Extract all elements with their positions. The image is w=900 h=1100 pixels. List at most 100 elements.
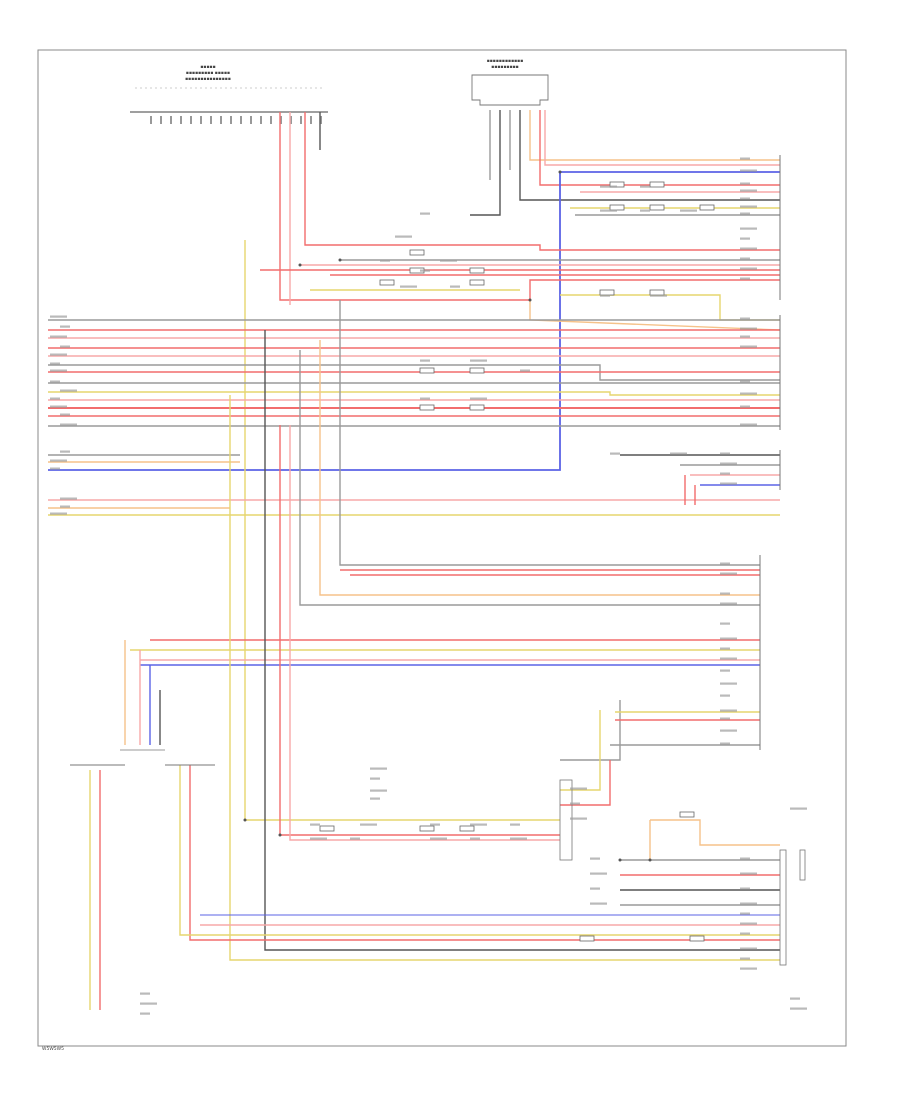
wire-code-label-mark: [740, 247, 757, 250]
wire-code-label-mark: [740, 932, 750, 935]
wire-code-label-mark: [420, 212, 430, 215]
wire-code-label-mark: [720, 622, 730, 625]
wire-code-label-mark: [640, 185, 650, 188]
wire-code-label-mark: [740, 967, 757, 970]
wire-code-label-mark: [740, 902, 757, 905]
wire-code-label-mark: [50, 335, 67, 338]
wire-code-label-mark: [790, 1007, 807, 1010]
wire-code-label-mark: [590, 872, 607, 875]
wire-code-label-mark: [140, 992, 150, 995]
wire-code-label-mark: [430, 823, 440, 826]
svg-text:▪▪▪▪▪▪▪▪▪▪▪▪: ▪▪▪▪▪▪▪▪▪▪▪▪: [487, 59, 524, 64]
wire-code-label-mark: [420, 397, 430, 400]
connector-pin-mark: [280, 116, 282, 124]
wire-code-label-mark: [370, 789, 387, 792]
wire-code-label-mark: [470, 359, 487, 362]
wire-code-label-mark: [140, 1012, 150, 1015]
wire-code-label-mark: [720, 729, 737, 732]
wire-code-label-mark: [50, 467, 60, 470]
wire-code-label-mark: [450, 285, 460, 288]
wire-code-label-mark: [720, 742, 730, 745]
wire-code-label-mark: [720, 592, 730, 595]
wire-code-label-mark: [720, 647, 730, 650]
wire-code-label-mark: [720, 669, 730, 672]
wire-code-label-mark: [740, 317, 750, 320]
wire-code-label-mark: [60, 423, 77, 426]
wire-code-label-mark: [360, 823, 377, 826]
wire-code-label-mark: [370, 777, 380, 780]
splice-points: [243, 170, 652, 862]
wire-code-label-mark: [720, 709, 737, 712]
wire-code-label-mark: [50, 315, 67, 318]
connector-pin-mark: [210, 116, 212, 124]
connector-pin-mark: [290, 116, 292, 124]
wire-code-label-mark: [520, 369, 530, 372]
wire-code-label-mark: [310, 837, 327, 840]
wire-code-label-mark: [740, 392, 757, 395]
svg-text:▪▪▪▪▪▪▪▪▪: ▪▪▪▪▪▪▪▪▪: [491, 65, 518, 70]
wire-code-label-mark: [50, 459, 67, 462]
wire-code-label-mark: [720, 657, 737, 660]
wire-code-label-mark: [740, 182, 750, 185]
control-unit-connector-top: ▪▪▪▪▪▪▪▪▪▪▪▪ ▪▪▪▪▪▪▪▪▪: [471, 59, 549, 106]
wire-code-label-mark: [740, 887, 750, 890]
wire-code-label-mark: [370, 767, 387, 770]
wire-code-label-mark: [50, 369, 67, 372]
wire-code-label-mark: [60, 505, 70, 508]
wire-code-label-mark: [740, 237, 750, 240]
wire-code-label-mark: [720, 482, 737, 485]
wire-code-label-mark: [510, 823, 520, 826]
wire-code-label-mark: [740, 345, 757, 348]
wire-code-label-mark: [470, 837, 480, 840]
wire-code-label-mark: [790, 807, 807, 810]
connector-pin-mark: [270, 116, 272, 124]
connector-pin-mark: [260, 116, 262, 124]
wire-code-label-mark: [510, 837, 527, 840]
wire-code-label-mark: [640, 209, 650, 212]
bottom-left-modules: [70, 749, 215, 766]
connector-pin-mark: [150, 116, 152, 124]
wire-code-label-mark: [395, 235, 412, 238]
svg-text:▪▪▪▪▪▪▪▪▪ ▪▪▪▪▪: ▪▪▪▪▪▪▪▪▪ ▪▪▪▪▪: [186, 71, 230, 76]
wire-code-label-mark: [670, 452, 687, 455]
connector-pin-mark: [170, 116, 172, 124]
connector-pin-mark: [220, 116, 222, 124]
wire-code-label-mark: [740, 157, 750, 160]
wire-code-label-mark: [720, 637, 737, 640]
wire-code-label-mark: [740, 327, 757, 330]
wire-code-label-mark: [420, 269, 430, 272]
wire-code-label-mark: [570, 787, 587, 790]
wire-code-label-mark: [720, 462, 737, 465]
wire-code-label-mark: [740, 947, 757, 950]
wire-code-label-mark: [680, 209, 697, 212]
wire-code-label-mark: [720, 472, 730, 475]
wire-code-label-mark: [50, 362, 60, 365]
wire-code-label-mark: [310, 823, 320, 826]
wire-code-label-mark: [420, 359, 430, 362]
connector-pin-mark: [300, 116, 302, 124]
wire-code-label-mark: [590, 857, 600, 860]
connector-pin-mark: [320, 116, 322, 124]
wire-code-label-mark: [50, 512, 67, 515]
wire-code-label-mark: [140, 1002, 157, 1005]
wire-code-label-mark: [790, 997, 800, 1000]
wire-code-label-mark: [600, 294, 610, 297]
diagram-frame: [37, 49, 847, 1047]
wire-code-labels: [50, 157, 807, 1015]
wire-code-label-mark: [440, 259, 457, 262]
wire-code-label-mark: [720, 572, 737, 575]
wire-code-label-mark: [590, 902, 607, 905]
wire-code-label-mark: [720, 682, 737, 685]
wire-code-label-mark: [650, 294, 667, 297]
wire-code-label-mark: [370, 797, 380, 800]
connector-pin-mark: [190, 116, 192, 124]
wire-code-label-mark: [380, 259, 390, 262]
wire-code-label-mark: [50, 405, 67, 408]
wire-code-label-mark: [740, 205, 757, 208]
wire-code-label-mark: [50, 380, 60, 383]
wire-code-label-mark: [50, 397, 60, 400]
inline-connectors: [319, 181, 715, 942]
wire-code-label-mark: [740, 922, 757, 925]
connector-pin-mark: [250, 116, 252, 124]
